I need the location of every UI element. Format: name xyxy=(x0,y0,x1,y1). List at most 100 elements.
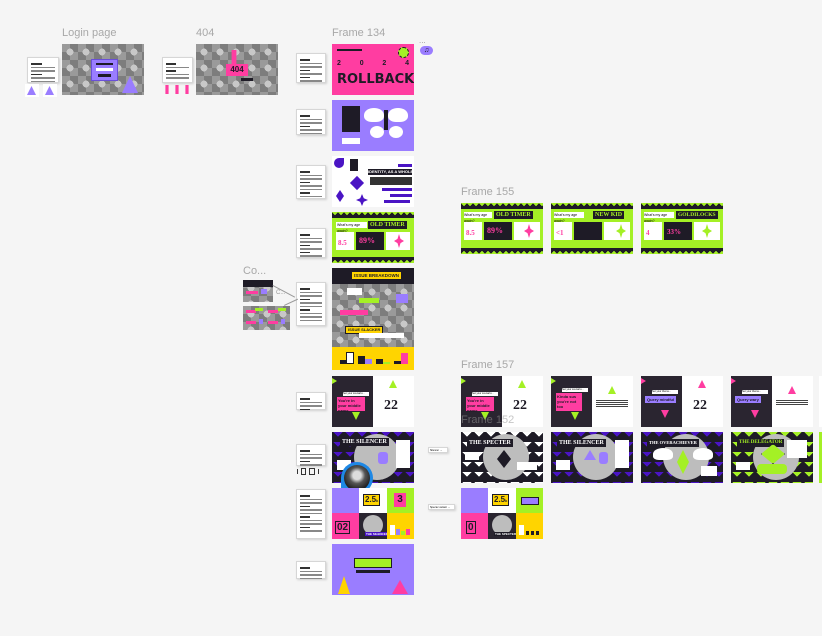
question-box: What's my age again? xyxy=(644,212,674,223)
annotation-note[interactable] xyxy=(296,561,326,579)
question-box: What's my age again? xyxy=(554,212,584,223)
persona-card-silencer[interactable]: THE SILENCER xyxy=(551,432,633,483)
body-text xyxy=(776,400,808,406)
scenario-card[interactable]: Set your scenario... You're in your midd… xyxy=(461,376,543,427)
frame-login-page[interactable] xyxy=(62,44,144,95)
component-thumb[interactable] xyxy=(43,84,57,97)
frame-label-152[interactable]: Frame 152 xyxy=(461,414,515,426)
annotation-note[interactable] xyxy=(296,489,326,539)
persona-card-delegator[interactable]: THE DELEGATOR xyxy=(731,432,813,483)
frame-404[interactable]: 404 xyxy=(196,44,278,95)
persona-title: GOLDILOCKS xyxy=(676,211,718,219)
mascot-icon xyxy=(231,50,237,64)
arrow-down-icon xyxy=(352,412,360,420)
scenario-headline: Kinda sus you're not too xyxy=(556,393,582,411)
slide-old-timer[interactable]: What's my age again? OLD TIMER 8.5 89% xyxy=(332,212,414,263)
frame-label-components[interactable]: Co... xyxy=(243,265,267,277)
stat-value: 89% xyxy=(359,236,375,245)
stat-card: 4 xyxy=(644,222,662,240)
slide-wings[interactable] xyxy=(332,100,414,151)
annotation-note[interactable] xyxy=(296,282,326,326)
frame-label-157[interactable]: Frame 157 xyxy=(461,359,515,371)
flow-label[interactable]: Silencer → xyxy=(428,447,448,453)
arrow-down-icon xyxy=(481,412,489,420)
persona-card-overachiever[interactable]: THE OVERACHIEVER xyxy=(641,432,723,483)
diamond-icon xyxy=(497,450,511,468)
error-code: 404 xyxy=(226,64,248,76)
annotation-note[interactable] xyxy=(296,165,326,199)
component-breakdown[interactable] xyxy=(243,280,273,302)
wing-low-left xyxy=(370,126,384,138)
offscreen-card[interactable] xyxy=(819,432,822,483)
annotation-note[interactable] xyxy=(296,392,326,410)
prompt-box: Set your theme... xyxy=(742,390,768,394)
bar xyxy=(390,194,412,197)
sun-icon xyxy=(398,47,409,58)
summary-card-specter[interactable]: 2.5k 0 THE SPECTER xyxy=(461,488,543,539)
frame-label-134[interactable]: Frame 134 xyxy=(332,27,386,39)
slide-issue-breakdown[interactable]: ISSUE BREAKDOWN ISSUE SLACKER xyxy=(332,268,414,370)
annotation-note[interactable] xyxy=(296,228,326,258)
frame-label-login[interactable]: Login page xyxy=(62,27,117,39)
text-panel xyxy=(342,106,360,132)
annotation-note[interactable] xyxy=(296,444,326,466)
slide-identity[interactable]: IDENTITY, AS A WHOLE xyxy=(332,156,414,207)
annotation-note[interactable] xyxy=(27,57,59,83)
slide-summary[interactable]: 2.5k 3 02 THE SILENCER xyxy=(332,488,414,539)
mascot-pink-icon xyxy=(392,580,408,594)
shape-icon xyxy=(334,158,344,168)
prompt-box: Set your scenario... xyxy=(562,388,588,392)
text-card xyxy=(615,440,629,468)
eye-icon xyxy=(761,444,785,464)
annotation-note[interactable] xyxy=(296,53,326,83)
mascot-card xyxy=(694,222,720,240)
tag-pink xyxy=(340,310,368,315)
text-block xyxy=(370,177,412,185)
wing-left xyxy=(653,448,673,460)
card-goldilocks[interactable]: What's my age again? GOLDILOCKS 4 33% xyxy=(641,203,723,254)
mascot-card xyxy=(604,222,630,240)
mascot-icon xyxy=(350,159,358,171)
pink-mascots xyxy=(163,85,191,94)
arrow-icon xyxy=(641,378,646,384)
music-note-icon[interactable]: ♫ xyxy=(420,46,433,55)
offscreen-card[interactable] xyxy=(819,376,822,427)
arrow-icon xyxy=(731,378,736,384)
login-card xyxy=(91,59,118,81)
stat-card: 8.5 xyxy=(464,222,482,240)
scenario-card[interactable]: Set your scenario... Kinda sus you're no… xyxy=(551,376,633,427)
triangle-icon xyxy=(608,386,616,394)
cell-lime xyxy=(516,488,543,513)
cell-dark: THE SILENCER xyxy=(359,513,390,539)
card-old-timer[interactable]: What's my age again? OLD TIMER 8.5 89% xyxy=(461,203,543,254)
slide-closing[interactable] xyxy=(332,544,414,595)
persona-card-specter[interactable]: THE SPECTER xyxy=(461,432,543,483)
cell-purple xyxy=(332,488,359,513)
cell-yellow xyxy=(516,513,543,539)
big-number: 22 xyxy=(693,398,707,413)
scenario-card[interactable]: Set your theme... Query mindful 22 xyxy=(641,376,723,427)
persona-title: THE SILENCER xyxy=(557,439,606,447)
thumbs-up-icon xyxy=(599,452,608,464)
cell-purple xyxy=(461,488,488,513)
annotation-note[interactable] xyxy=(296,109,326,135)
identity-title: IDENTITY, AS A WHOLE xyxy=(368,169,414,175)
prompt-box: Set your theme... xyxy=(652,390,678,394)
more-indicator[interactable]: ... xyxy=(419,36,426,45)
rank-number: 3 xyxy=(394,493,406,507)
annotation-note[interactable] xyxy=(162,57,193,83)
arrow-icon xyxy=(332,378,337,384)
slide-tag xyxy=(337,49,362,51)
card-new-kid[interactable]: What's my age again? NEW KID <1 xyxy=(551,203,633,254)
flow-label[interactable]: Specter variant → xyxy=(428,504,455,510)
component-variants[interactable] xyxy=(243,306,290,330)
frame-label-404[interactable]: 404 xyxy=(196,27,215,39)
scenario-card[interactable]: Set your theme... Query wary xyxy=(731,376,813,427)
frame-label-155[interactable]: Frame 155 xyxy=(461,186,515,198)
component-thumb[interactable] xyxy=(25,84,39,97)
slide-scenario[interactable]: Set your scenario... You're in your midd… xyxy=(332,376,414,427)
bar xyxy=(382,188,412,191)
text-card xyxy=(465,452,479,460)
